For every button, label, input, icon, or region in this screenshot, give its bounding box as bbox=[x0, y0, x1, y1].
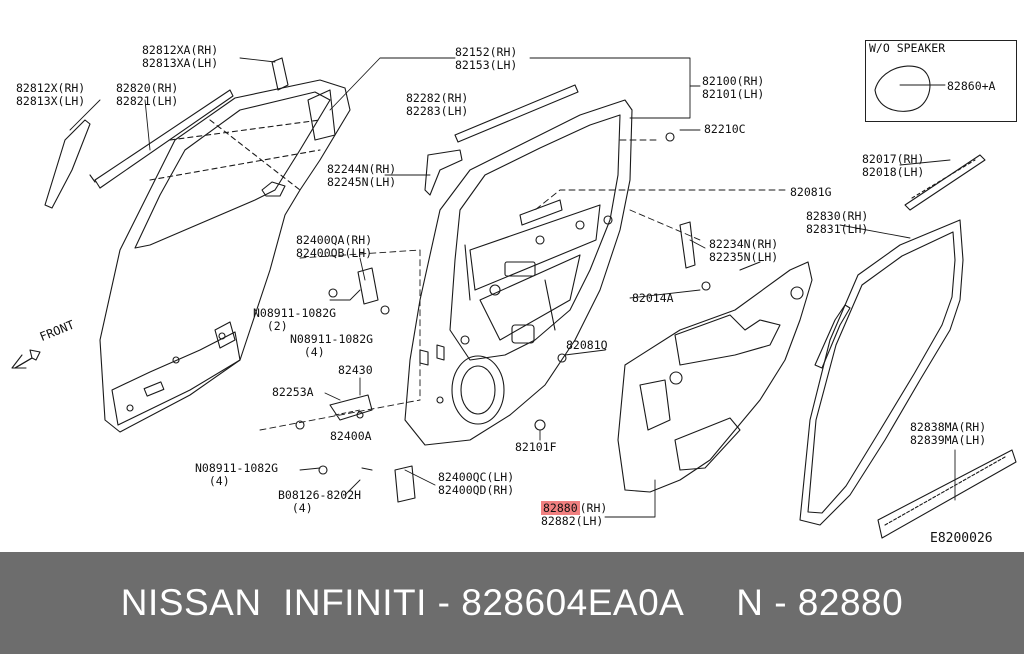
diagram-drawing bbox=[11, 57, 1017, 539]
label-82081G: 82081G bbox=[790, 185, 832, 199]
corner-trim bbox=[271, 57, 289, 91]
label-82812X: 82812X(RH)82813X(LH) bbox=[16, 81, 86, 108]
sash-molding bbox=[44, 119, 91, 209]
label-82430: 82430 bbox=[338, 363, 373, 377]
footer-banner: NISSAN INFINITI - 828604EA0A N - 82880 bbox=[0, 552, 1024, 654]
label-82400QC: 82400QC(LH)82400QD(RH) bbox=[438, 470, 515, 497]
footer-part-info: NISSAN INFINITI - 828604EA0A N - 82880 bbox=[120, 582, 904, 623]
parts-diagram: W/O SPEAKER 82860+A FRONT 82812XA(RH)828… bbox=[11, 40, 1017, 546]
corner-cap bbox=[424, 149, 463, 196]
label-82400QA: 82400QA(RH)82400QB(LH) bbox=[296, 233, 373, 260]
belt-molding bbox=[454, 84, 579, 143]
door-trim-panel bbox=[617, 261, 813, 493]
label-82812XA: 82812XA(RH)82813XA(LH) bbox=[142, 43, 219, 70]
label-82234N: 82234N(RH)82235N(LH) bbox=[709, 237, 779, 264]
label-82081Q: 82081Q bbox=[566, 338, 608, 352]
label-82253A: 82253A bbox=[272, 385, 314, 399]
label-82838MA: 82838MA(RH)82839MA(LH) bbox=[910, 420, 987, 447]
label-08911-a: N08911-1082G (2) bbox=[253, 306, 337, 333]
label-08911-b: N08911-1082G (4) bbox=[290, 332, 374, 359]
label-08126: B08126-8202H (4) bbox=[278, 488, 362, 515]
door-weatherstrip bbox=[799, 219, 964, 526]
highlighted-part-82880: 82880 bbox=[541, 501, 580, 515]
wo-speaker-part: 82860+A bbox=[947, 79, 996, 93]
label-82100: 82100(RH)82101(LH) bbox=[702, 74, 765, 101]
label-82282: 82282(RH)82283(LH) bbox=[406, 91, 469, 118]
upper-hinge bbox=[357, 267, 379, 305]
wo-speaker-title: W/O SPEAKER bbox=[869, 41, 946, 55]
wo-speaker-box bbox=[865, 40, 1017, 122]
label-82210C: 82210C bbox=[704, 122, 746, 136]
label-82400A: 82400A bbox=[330, 429, 372, 443]
label-82820: 82820(RH)82821(LH) bbox=[116, 81, 179, 108]
leader-lines bbox=[69, 57, 956, 518]
lower-hinge bbox=[394, 465, 416, 503]
speaker-cover bbox=[874, 65, 931, 112]
label-82880: 82880(RH)82882(LH) bbox=[541, 501, 608, 528]
label-82830: 82830(RH)82831(LH) bbox=[806, 209, 869, 236]
check-link bbox=[329, 394, 373, 421]
label-82244N: 82244N(RH)82245N(LH) bbox=[327, 162, 397, 189]
label-08911-c: N08911-1082G (4) bbox=[195, 461, 279, 488]
outer-door-panel bbox=[99, 79, 351, 433]
lower-molding bbox=[877, 449, 1017, 539]
door-inner-frame bbox=[404, 99, 633, 446]
diagram-code: E8200026 bbox=[930, 531, 993, 546]
bracket bbox=[679, 221, 696, 269]
label-82014A: 82014A bbox=[632, 291, 674, 305]
weatherstrip-strip bbox=[94, 89, 234, 189]
label-82101F: 82101F bbox=[515, 440, 557, 454]
label-82152: 82152(RH)82153(LH) bbox=[455, 45, 518, 72]
label-82017: 82017(RH)82018(LH) bbox=[862, 152, 925, 179]
